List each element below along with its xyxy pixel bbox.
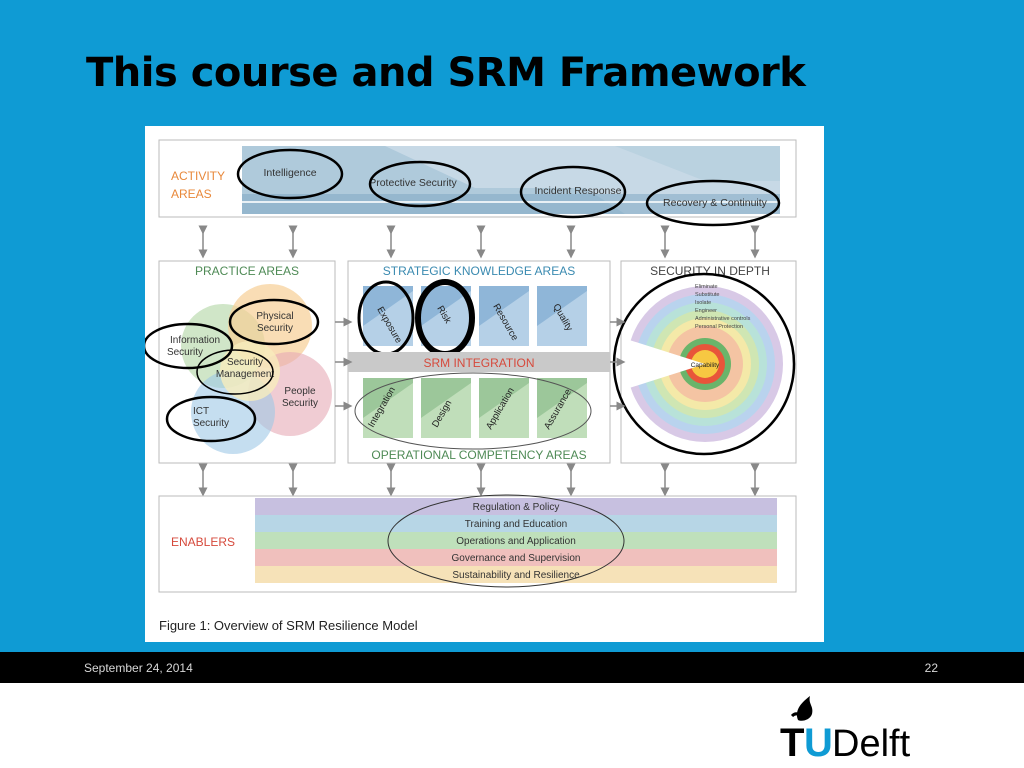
footer-bar: September 24, 2014 22 — [0, 652, 1024, 683]
information-security-line1: Information — [170, 335, 220, 346]
information-security-line2: Security — [167, 347, 203, 358]
srm-integration-band — [348, 352, 610, 372]
logo-zone — [0, 683, 1024, 768]
enabler-bar-training — [255, 515, 777, 532]
highlight-ellipse-ict — [165, 395, 257, 443]
activity-wave-2 — [445, 146, 780, 181]
enablers-label: ENABLERS — [171, 535, 235, 549]
activity-intelligence: Intelligence — [263, 167, 316, 179]
tile-exposure-shade — [363, 291, 413, 346]
logo-delft-text: Delft — [832, 723, 911, 762]
srm-framework-diagram: ACTIVITY AREAS Intelligence Protective S… — [142, 139, 797, 633]
practice-areas-title: PRACTICE AREAS — [195, 264, 299, 278]
highlight-ellipse-physical — [228, 298, 320, 346]
enabler-bar-regulation — [255, 498, 777, 515]
tile-design-shade — [421, 383, 471, 438]
slide-title: This course and SRM Framework — [86, 50, 806, 96]
strategic-tiles: Exposure Risk Resource Quality — [363, 286, 587, 346]
flame-icon — [790, 696, 813, 721]
ict-security-line1: ICT — [193, 406, 209, 417]
security-management-line1: Security — [227, 357, 263, 368]
security-depth-title: SECURITY IN DEPTH — [650, 264, 770, 278]
logo-letter-u: U — [804, 721, 833, 762]
footer-date: September 24, 2014 — [84, 661, 193, 675]
depth-layer-isolate: Isolate — [695, 300, 711, 306]
enabler-bar-governance — [255, 549, 777, 566]
enabler-bar-sustainability — [255, 566, 777, 583]
depth-layer-personal: Personal Protection — [695, 324, 743, 330]
activity-protective-security: Protective Security — [369, 177, 457, 189]
physical-security-line2: Security — [257, 323, 293, 334]
tu-delft-logo: T U Delft — [780, 696, 911, 762]
security-in-depth-section: SECURITY IN DEPTH Capability Eliminate S… — [612, 260, 797, 464]
activity-label-line2: AREAS — [171, 187, 212, 201]
activity-base-stripe — [242, 194, 780, 214]
knowledge-areas-section: STRATEGIC KNOWLEDGE AREAS Exposure Risk … — [347, 260, 611, 464]
depth-capability-label: Capability — [691, 362, 720, 369]
connector-arrows-bottom — [198, 463, 760, 497]
highlight-ellipse-management — [196, 349, 274, 395]
highlight-ellipse-depth — [612, 272, 796, 456]
tile-application-shade — [479, 383, 529, 438]
depth-wedge-cutout — [623, 338, 705, 390]
practice-areas-section: PRACTICE AREAS Physical Security Informa… — [142, 260, 336, 464]
connector-arrows-side — [335, 317, 626, 411]
srm-integration-label: SRM INTEGRATION — [423, 356, 534, 370]
depth-layer-administrative: Administrative controls — [695, 316, 751, 322]
enabler-governance-label: Governance and Supervision — [452, 553, 581, 564]
depth-layer-substitute: Substitute — [695, 292, 719, 298]
tile-integration-shade — [363, 383, 413, 438]
tile-quality-shade — [537, 291, 587, 346]
highlight-ellipse-incident — [519, 165, 627, 219]
connector-arrows-top — [198, 225, 760, 259]
security-management-line2: Management — [216, 369, 275, 380]
activity-areas-section: ACTIVITY AREAS Intelligence Protective S… — [158, 139, 797, 227]
enablers-section: ENABLERS Regulation & Policy Training an… — [158, 494, 797, 593]
enabler-operations-label: Operations and Application — [456, 536, 576, 547]
figure-caption: Figure 1: Overview of SRM Resilience Mod… — [159, 618, 418, 633]
depth-layer-eliminate: Eliminate — [695, 284, 718, 290]
logo-letter-t: T — [780, 721, 804, 762]
enabler-sustainability-label: Sustainability and Resilience — [452, 570, 580, 581]
footer-page-number: 22 — [924, 661, 938, 675]
people-security-line2: Security — [282, 398, 318, 409]
highlight-ellipse-protective — [368, 160, 472, 208]
enabler-training-label: Training and Education — [465, 519, 567, 530]
physical-security-line1: Physical — [256, 311, 293, 322]
tile-resource-shade — [479, 291, 529, 346]
tile-risk-shade — [421, 291, 471, 346]
depth-layer-engineer: Engineer — [695, 308, 717, 314]
highlight-ellipse-recovery — [645, 179, 781, 227]
activity-recovery-continuity: Recovery & Continuity — [663, 197, 768, 209]
ict-security-line2: Security — [193, 418, 229, 429]
tile-assurance-shade — [537, 383, 587, 438]
activity-label-line1: ACTIVITY — [171, 169, 225, 183]
srm-figure: ACTIVITY AREAS Intelligence Protective S… — [142, 126, 824, 642]
people-security-line1: People — [284, 386, 316, 397]
strategic-areas-title: STRATEGIC KNOWLEDGE AREAS — [383, 264, 575, 278]
highlight-ellipse-operational — [354, 372, 592, 450]
operational-areas-title: OPERATIONAL COMPETENCY AREAS — [371, 448, 586, 462]
enabler-regulation-label: Regulation & Policy — [473, 502, 560, 513]
highlight-ellipse-intelligence — [236, 148, 344, 200]
operational-tiles: Integration Design Application Assurance — [363, 378, 587, 438]
highlight-ellipse-enablers — [387, 494, 625, 588]
enabler-bar-operations — [255, 532, 777, 549]
activity-incident-response: Incident Response — [535, 185, 622, 197]
